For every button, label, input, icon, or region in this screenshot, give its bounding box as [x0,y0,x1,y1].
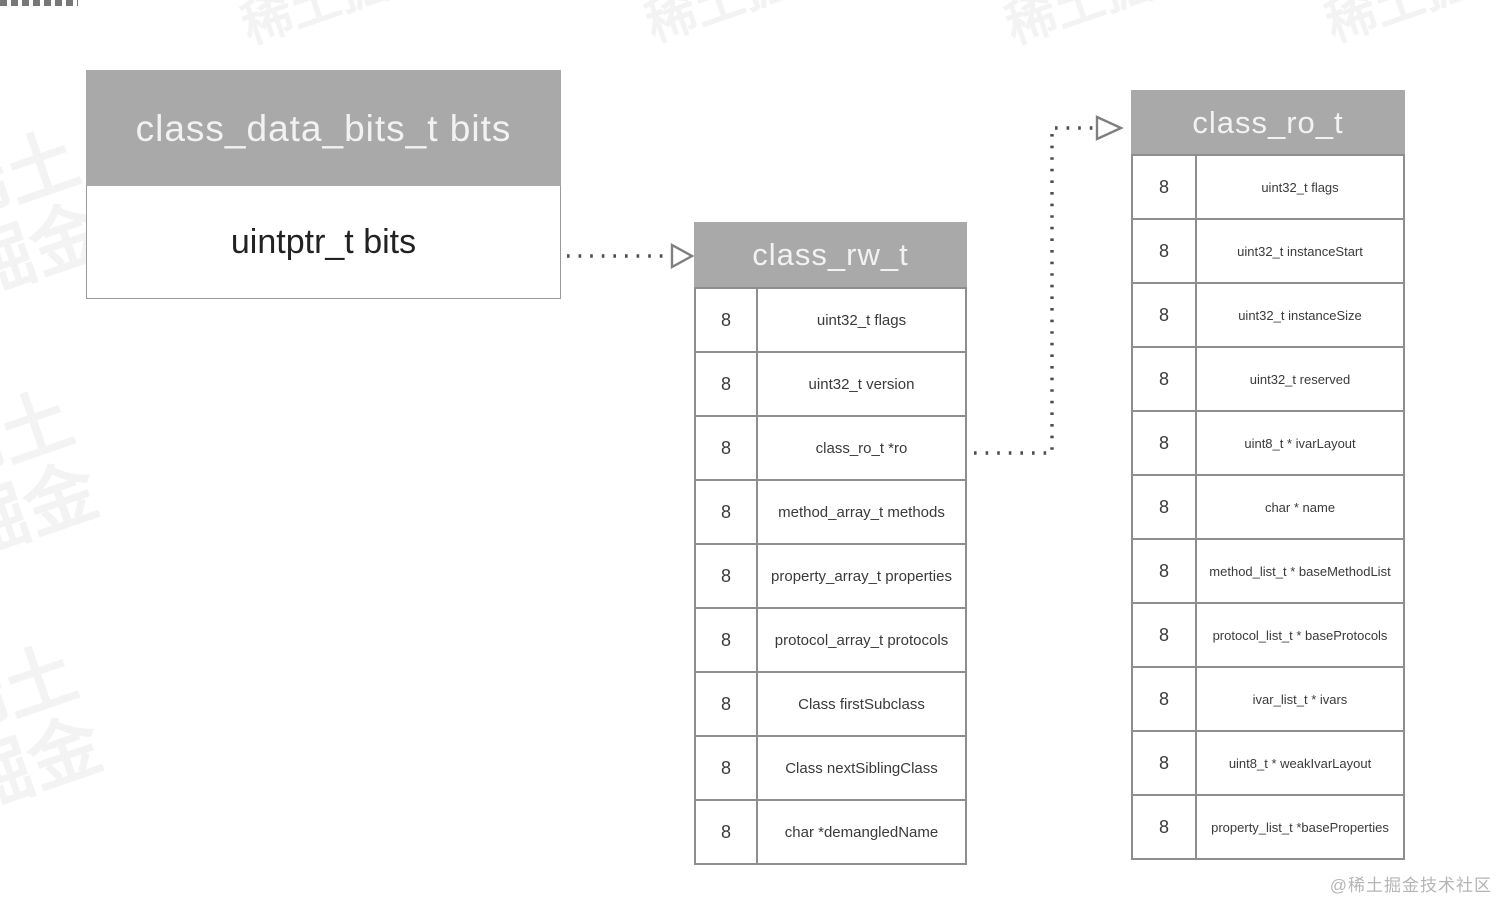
row-byte-size: 8 [696,289,758,351]
uintptr-bits-cell: uintptr_t bits [86,186,561,299]
row-byte-size: 8 [696,609,758,671]
row-byte-size: 8 [1133,220,1197,282]
row-field-label: uint8_t * ivarLayout [1244,435,1356,451]
row-byte-size: 8 [1133,796,1197,858]
row-byte-size: 8 [1133,732,1197,794]
row-field-label: property_list_t *baseProperties [1211,819,1389,835]
arrowhead-icon [670,242,695,270]
row-byte-size: 8 [696,737,758,799]
row-byte-size: 8 [696,417,758,479]
struct-row: 8 uint32_t instanceStart [1133,218,1403,282]
struct-row: 8 char * name [1133,474,1403,538]
class-data-bits-box: class_data_bits_t bits uintptr_t bits [86,70,561,299]
row-byte-size: 8 [1133,348,1197,410]
row-byte-size: 8 [696,545,758,607]
row-field-label: ivar_list_t * ivars [1252,691,1348,707]
row-byte-size: 8 [1133,604,1197,666]
class-rw-rows: 8 uint32_t flags 8 uint32_t version 8 class_r… [694,287,967,865]
arrow-bits-to-class-rw [567,242,695,270]
row-byte-size: 8 [1133,284,1197,346]
row-field-label: uint32_t instanceSize [1238,307,1362,323]
background-watermark: 稀土掘金 [1319,0,1512,52]
struct-row: 8 protocol_list_t * baseProtocols [1133,602,1403,666]
class-rw-box: class_rw_t 8 uint32_t flags 8 uint32_t vers… [694,222,967,865]
class-ro-title: class_ro_t [1131,90,1405,154]
struct-row: 8 uint8_t * ivarLayout [1133,410,1403,474]
row-byte-size: 8 [696,481,758,543]
row-field-label: uint32_t instanceStart [1237,243,1363,259]
struct-row: 8 uint32_t reserved [1133,346,1403,410]
row-field-label: protocol_list_t * baseProtocols [1212,627,1388,643]
row-field-label: uint8_t * weakIvarLayout [1228,755,1372,771]
row-field-label: uint32_t reserved [1249,371,1351,387]
background-watermark: 稀土掘金 [0,632,112,827]
class-ro-box: class_ro_t 8 uint32_t flags 8 uint32_t inst… [1131,90,1405,860]
row-field-label: method_list_t * baseMethodList [1209,563,1391,579]
struct-row: 8 method_list_t * baseMethodList [1133,538,1403,602]
struct-row: 8 protocol_array_t protocols [696,607,965,671]
row-byte-size: 8 [1133,540,1197,602]
row-byte-size: 8 [1133,476,1197,538]
struct-row: 8 method_array_t methods [696,479,965,543]
struct-row: 8 uint32_t flags [1133,156,1403,218]
juejin-credit-watermark: @稀土掘金技术社区 [1329,876,1492,895]
row-byte-size: 8 [696,673,758,735]
row-field-label: class_ro_t *ro [815,439,908,457]
struct-row: 8 char *demangledName [696,799,965,863]
struct-row: 8 property_array_t properties [696,543,965,607]
class-ro-rows: 8 uint32_t flags 8 uint32_t instanceStart 8 u… [1131,154,1405,860]
arrowhead-icon [1095,115,1124,141]
row-field-label: char *demangledName [784,823,939,841]
struct-row: 8 Class firstSubclass [696,671,965,735]
dotted-line [974,126,1094,455]
background-watermark: 稀土掘金 [639,0,864,52]
row-byte-size: 8 [696,353,758,415]
row-byte-size: 8 [1133,156,1197,218]
struct-row: 8 property_list_t *baseProperties [1133,794,1403,858]
struct-row: 8 uint32_t flags [696,289,965,351]
class-rw-title: class_rw_t [694,222,967,287]
row-field-label: Class nextSiblingClass [785,759,938,777]
row-field-label: char * name [1264,499,1336,515]
struct-row: 8 class_ro_t *ro [696,415,965,479]
row-field-label: uint32_t version [808,375,915,393]
struct-row: 8 ivar_list_t * ivars [1133,666,1403,730]
row-field-label: uint32_t flags [816,311,907,329]
corner-artifact [0,0,78,6]
row-field-label: property_array_t properties [771,567,952,585]
row-field-label: uint32_t flags [1261,179,1339,195]
background-watermark: 稀土掘金 [0,378,108,573]
row-byte-size: 8 [1133,668,1197,730]
row-field-label: method_array_t methods [778,503,945,521]
struct-row: 8 uint32_t version [696,351,965,415]
row-field-label: Class firstSubclass [798,695,925,713]
row-byte-size: 8 [1133,412,1197,474]
arrow-ro-pointer-to-class-ro [974,115,1124,455]
struct-row: 8 Class nextSiblingClass [696,735,965,799]
struct-row: 8 uint32_t instanceSize [1133,282,1403,346]
row-field-label: protocol_array_t protocols [774,631,949,649]
class-data-bits-title: class_data_bits_t bits [86,70,561,186]
struct-row: 8 uint8_t * weakIvarLayout [1133,730,1403,794]
background-watermark: 稀土掘金 [235,0,460,54]
background-watermark: 稀土掘金 [999,0,1224,54]
row-byte-size: 8 [696,801,758,863]
